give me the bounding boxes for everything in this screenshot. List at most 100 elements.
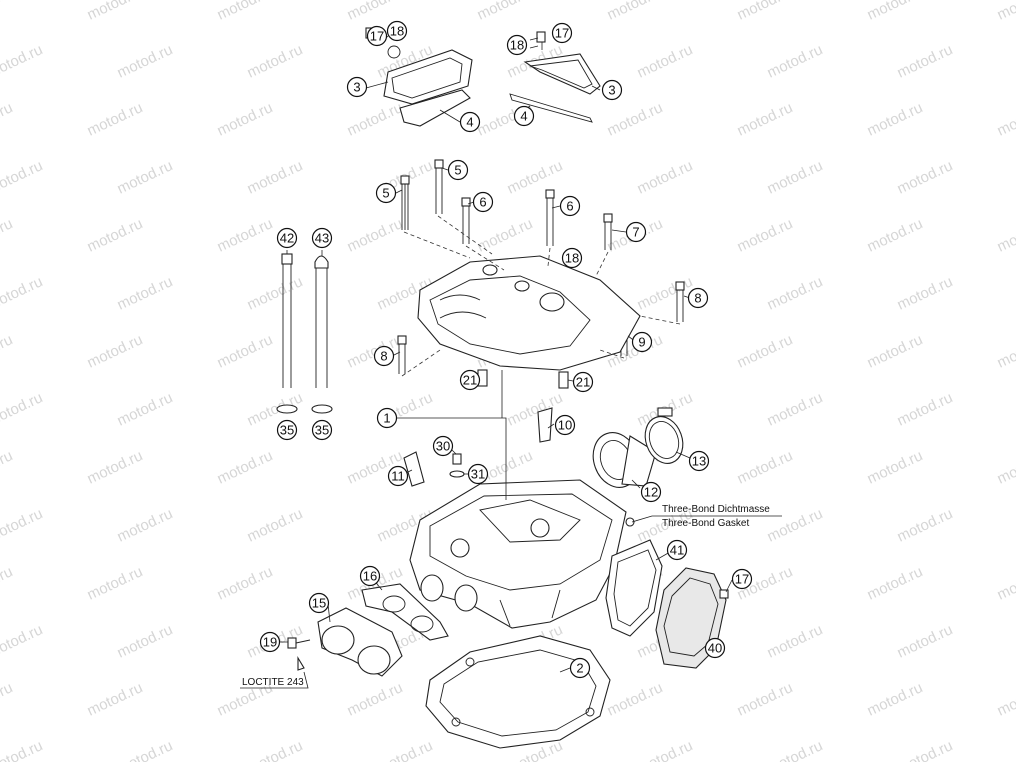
callout-43: 43 (311, 227, 333, 249)
callout-18: 18 (506, 34, 528, 56)
callout-number: 16 (363, 569, 377, 584)
watermark-text: motod.ru (635, 41, 696, 81)
callout-number: 18 (390, 24, 404, 39)
watermark-text: motod.ru (735, 679, 796, 719)
callout-18: 18 (561, 247, 583, 269)
callout-9: 9 (631, 331, 653, 353)
watermark-text: motod.ru (895, 157, 956, 197)
callout-number: 35 (315, 423, 329, 438)
watermark-text: motod.ru (375, 737, 436, 762)
watermark-text: motod.ru (0, 157, 45, 197)
callout-circle (447, 159, 469, 181)
spark-plug-tubes (403, 407, 553, 487)
watermark-text: motod.ru (995, 99, 1016, 139)
watermark-text: motod.ru (765, 273, 826, 313)
callout-18: 18 (386, 20, 408, 42)
callout-circle (276, 419, 298, 441)
callout-10: 10 (554, 414, 576, 436)
head-studs-42-43 (276, 253, 333, 414)
callout-2: 2 (569, 657, 591, 679)
watermark-text: motod.ru (895, 41, 956, 81)
callout-6: 6 (559, 195, 581, 217)
watermark-text: motod.ru (115, 505, 176, 545)
callout-35: 35 (311, 419, 333, 441)
callout-number: 9 (638, 335, 645, 350)
watermark-text: motod.ru (865, 215, 926, 255)
callout-number: 12 (644, 485, 658, 500)
watermark-text: motod.ru (215, 99, 276, 139)
watermark-text: motod.ru (0, 621, 45, 661)
callout-circle (366, 25, 388, 47)
note-three-bond: Three-Bond Dichtmasse Three-Bond Gasket (662, 504, 770, 529)
watermark-text: motod.ru (475, 215, 536, 255)
watermark-text: motod.ru (215, 331, 276, 371)
watermark-text: motod.ru (245, 273, 306, 313)
watermark-text: motod.ru (0, 679, 15, 719)
callout-circle (359, 565, 381, 587)
callout-circle (561, 247, 583, 269)
callout-5: 5 (375, 182, 397, 204)
callout-8: 8 (373, 345, 395, 367)
callout-17: 17 (551, 22, 573, 44)
watermark-text: motod.ru (85, 331, 146, 371)
callout-number: 3 (608, 83, 615, 98)
callout-17: 17 (366, 25, 388, 47)
watermark-text: motod.ru (605, 679, 666, 719)
callout-circle (513, 105, 535, 127)
watermark-text: motod.ru (635, 737, 696, 762)
watermark-text: motod.ru (505, 157, 566, 197)
callout-circle (373, 345, 395, 367)
callout-number: 17 (735, 572, 749, 587)
watermark-text: motod.ru (895, 273, 956, 313)
watermark-text: motod.ru (0, 737, 45, 762)
callout-number: 31 (471, 467, 485, 482)
watermark-text: motod.ru (115, 621, 176, 661)
callout-circle (666, 539, 688, 561)
callout-number: 18 (565, 251, 579, 266)
callout-6: 6 (472, 191, 494, 213)
watermark-text: motod.ru (635, 273, 696, 313)
callout-13: 13 (688, 450, 710, 472)
watermark-text: motod.ru (765, 737, 826, 762)
callout-number: 21 (463, 373, 477, 388)
watermark-text: motod.ru (865, 331, 926, 371)
watermark-text: motod.ru (0, 447, 15, 487)
callout-42: 42 (276, 227, 298, 249)
callout-number: 1 (383, 411, 390, 426)
callout-5: 5 (447, 159, 469, 181)
callout-circle (704, 637, 726, 659)
callout-circle (387, 465, 409, 487)
callout-number: 3 (353, 80, 360, 95)
watermark-text: motod.ru (215, 447, 276, 487)
watermark-text: motod.ru (85, 215, 146, 255)
intake-rubber (592, 407, 684, 488)
watermark-text: motod.ru (115, 737, 176, 762)
callout-number: 18 (510, 38, 524, 53)
watermark-text: motod.ru (215, 563, 276, 603)
callout-7: 7 (625, 221, 647, 243)
watermark-text: motod.ru (115, 273, 176, 313)
callout-number: 19 (263, 635, 277, 650)
head-gasket (425, 635, 611, 749)
callout-11: 11 (387, 465, 409, 487)
watermark-text: motod.ru (765, 157, 826, 197)
callout-number: 8 (694, 291, 701, 306)
callout-circle (472, 191, 494, 213)
callout-circle (640, 481, 662, 503)
callout-number: 43 (315, 231, 329, 246)
cylinder-head (409, 479, 635, 629)
callout-number: 13 (692, 454, 706, 469)
watermark-text: motod.ru (245, 737, 306, 762)
watermark-text: motod.ru (85, 0, 146, 24)
callout-circle (346, 76, 368, 98)
watermark-text: motod.ru (115, 157, 176, 197)
callout-circle (386, 20, 408, 42)
callout-number: 21 (576, 375, 590, 390)
watermark-text: motod.ru (215, 215, 276, 255)
watermark-text: motod.ru (215, 0, 276, 24)
watermark-text: motod.ru (735, 215, 796, 255)
callout-circle (259, 631, 281, 653)
watermark-text: motod.ru (0, 273, 45, 313)
watermark-text: motod.ru (765, 389, 826, 429)
